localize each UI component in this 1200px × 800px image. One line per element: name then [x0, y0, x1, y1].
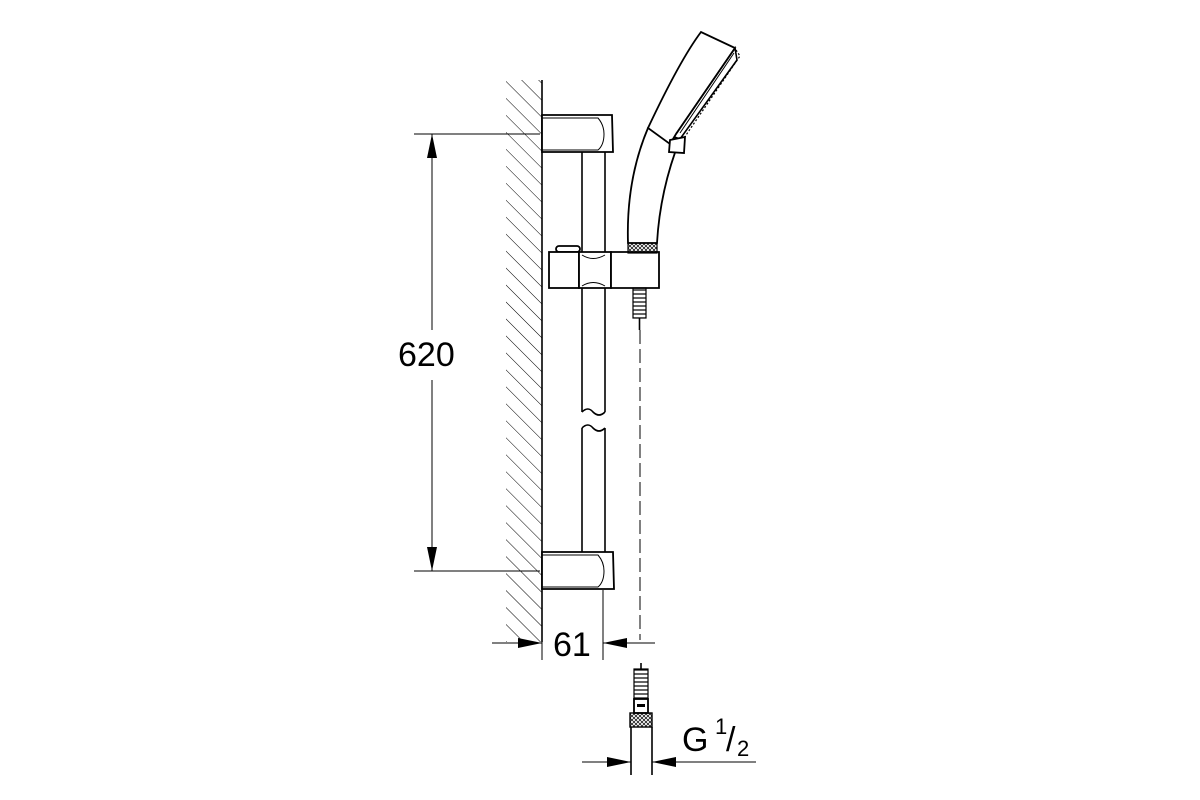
bottom-wall-bracket [541, 551, 615, 590]
connection-numerator: 1 [715, 714, 727, 739]
hose-end-fitting [629, 663, 653, 775]
hand-shower [626, 30, 741, 254]
rail-lower [581, 424, 606, 552]
height-dimension: 620 [398, 133, 540, 572]
offset-value: 61 [553, 626, 591, 664]
connection-slash: / [726, 721, 736, 759]
offset-dimension: 61 [492, 590, 655, 664]
hose-connector [632, 287, 647, 640]
height-value: 620 [398, 336, 455, 374]
connection-dimension: G 1 / 2 [582, 714, 756, 767]
rail-upper [581, 152, 606, 416]
slider-holder [548, 245, 660, 289]
wall [506, 80, 543, 642]
connection-denominator: 2 [737, 736, 749, 761]
connection-prefix: G [682, 721, 708, 759]
top-wall-bracket [541, 114, 614, 153]
